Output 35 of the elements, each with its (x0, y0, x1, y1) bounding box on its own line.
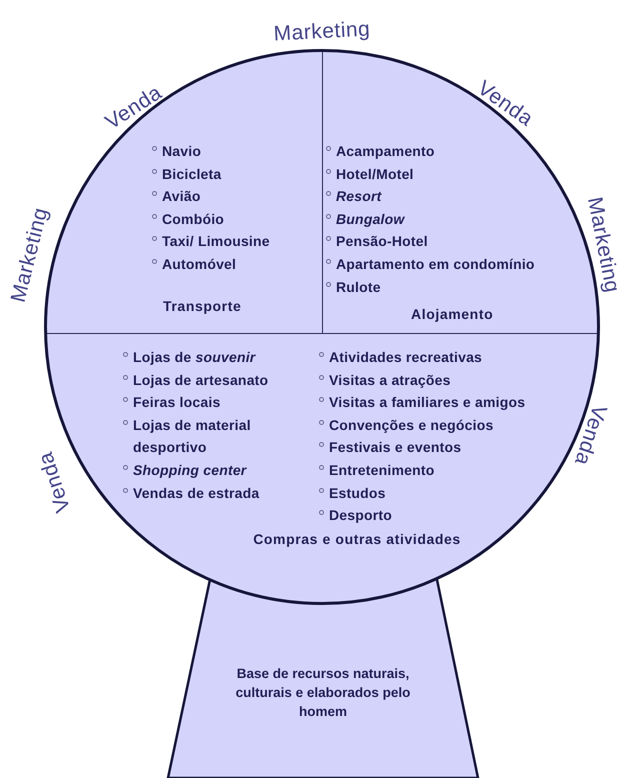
arc-label: Marketing (273, 17, 371, 47)
list-item: Avião (151, 185, 201, 208)
list-item: Vendas de estrada (122, 482, 260, 504)
list-item: Taxi/ Limousine (151, 230, 270, 253)
list-item: Acampamento (325, 140, 435, 163)
arc-label: Venda (569, 402, 611, 468)
list-item: Lojas de artesanato (122, 368, 268, 392)
list-item: Festivais e eventos (318, 436, 462, 459)
arc-label: Venda (34, 448, 76, 516)
arc-label: Marketing (582, 195, 624, 295)
list-item: Automóvel (151, 252, 236, 276)
list-item: Visitas a atrações (318, 368, 451, 392)
list-item: Estudos (318, 482, 386, 504)
list-item: Lojas de material desportivo (122, 414, 318, 459)
list-item: Resort (325, 185, 382, 208)
section-heading: Transporte (163, 298, 242, 314)
list-item: Visitas a familiares e amigos (318, 391, 526, 414)
section-heading: Alojamento (411, 306, 494, 322)
list-item: Desporto (318, 504, 392, 527)
list-item: Rulote (325, 276, 381, 298)
section-heading: Compras e outras atividades (253, 530, 461, 547)
list-item: Feiras locais (122, 391, 220, 414)
list-item: Convenções e negócios (318, 414, 494, 436)
list-item: Atividades recreativas (318, 346, 482, 369)
base-text: Base de recursos naturais, culturais e elaborados pelo homem (234, 665, 412, 721)
list-item: Hotel/Motel (325, 162, 414, 186)
list-item: Bicicleta (151, 162, 222, 186)
list-item: Shopping center (122, 458, 246, 482)
list-item: Navio (151, 140, 202, 163)
list-item: Entretenimento (318, 458, 434, 482)
list-item: Combóio (151, 208, 224, 230)
list-item: Bungalow (325, 208, 404, 230)
list-item: Apartamento em condomínio (325, 252, 535, 276)
list-item: Lojas de souvenir (122, 346, 256, 369)
list-item: Pensão-Hotel (325, 230, 428, 253)
